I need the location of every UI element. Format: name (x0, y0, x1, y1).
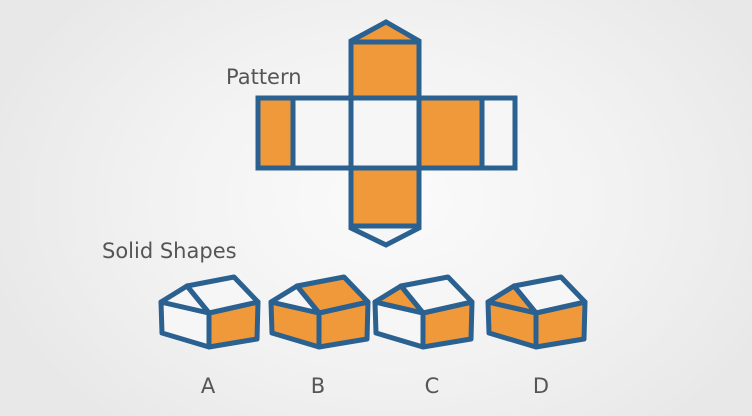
pattern-net (255, 19, 518, 248)
solid-shape-d[interactable] (485, 274, 588, 350)
net-top-square (348, 39, 422, 101)
choice-label-c: C (424, 374, 440, 398)
choice-label-b: B (310, 374, 326, 398)
solid-shape-a[interactable] (158, 274, 261, 350)
pattern-label: Pattern (226, 65, 302, 89)
net-bottom-square (348, 165, 422, 229)
net-bottom-triangle (348, 223, 422, 248)
net-band-cell-2 (290, 95, 354, 171)
solid-shapes-row (158, 274, 588, 350)
net-band-cell-1 (255, 95, 296, 171)
net-band-cell-3 (348, 95, 422, 171)
solid-shape-b[interactable] (268, 274, 371, 350)
shape-gable (158, 283, 212, 316)
net-band-cell-4 (416, 95, 485, 171)
solid-shapes-label: Solid Shapes (102, 239, 237, 263)
shape-gable (268, 283, 322, 316)
choice-label-a: A (200, 374, 216, 398)
net-top-triangle (348, 19, 422, 45)
choice-label-d: D (532, 374, 550, 398)
solid-shape-c[interactable] (372, 274, 475, 350)
shape-gable (372, 283, 426, 316)
net-band-cell-5 (479, 95, 518, 171)
shape-gable (485, 283, 539, 316)
